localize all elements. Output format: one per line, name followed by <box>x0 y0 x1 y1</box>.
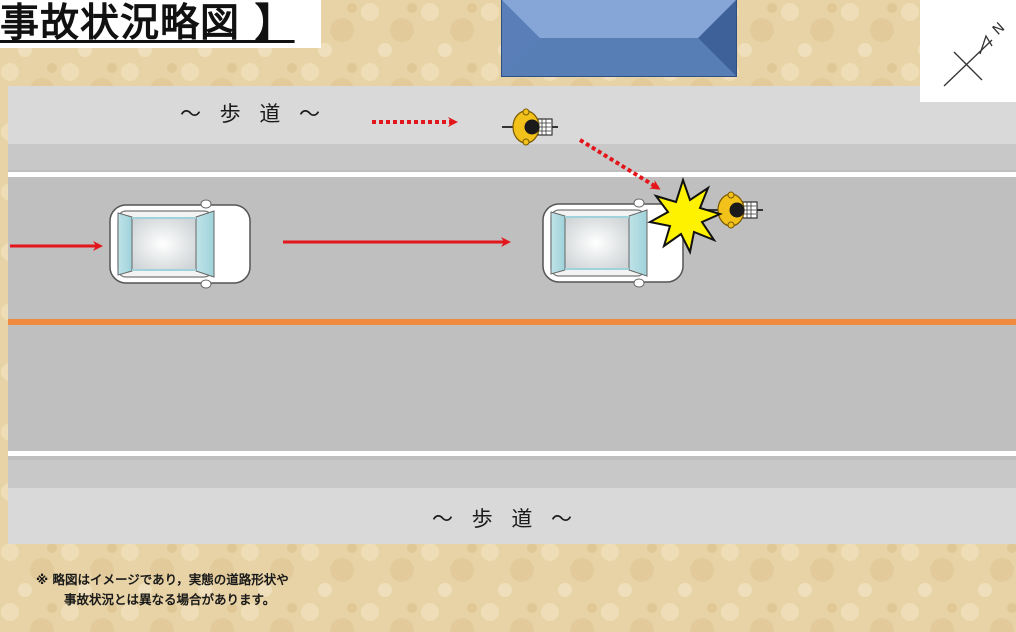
sidewalk-label-bottom: ～ 歩 道 ～ <box>432 507 579 531</box>
sidewalk-label-top: ～ 歩 道 ～ <box>180 102 327 126</box>
disclaimer-line-1: ※ 略図はイメージであり，実態の道路形状や <box>36 572 289 587</box>
north-arrow-icon: N <box>943 20 1008 87</box>
building-icon <box>501 0 737 77</box>
disclaimer-note: ※ 略図はイメージであり，実態の道路形状や 事故状況とは異なる場合があります。 <box>36 570 289 610</box>
car-icon <box>109 199 251 289</box>
impact-burst-icon <box>647 176 723 256</box>
page-title: 事故状況略図 】 <box>0 0 321 48</box>
compass: N <box>920 0 1016 102</box>
compass-label: N <box>990 20 1008 39</box>
center-line <box>8 319 1016 325</box>
bicycle-path-arrow <box>578 138 661 190</box>
disclaimer-line-2: 事故状況とは異なる場合があります。 <box>64 592 276 607</box>
sidewalk-bottom <box>8 488 1016 544</box>
sidewalk-top <box>8 86 1016 144</box>
car-icon <box>542 198 684 288</box>
